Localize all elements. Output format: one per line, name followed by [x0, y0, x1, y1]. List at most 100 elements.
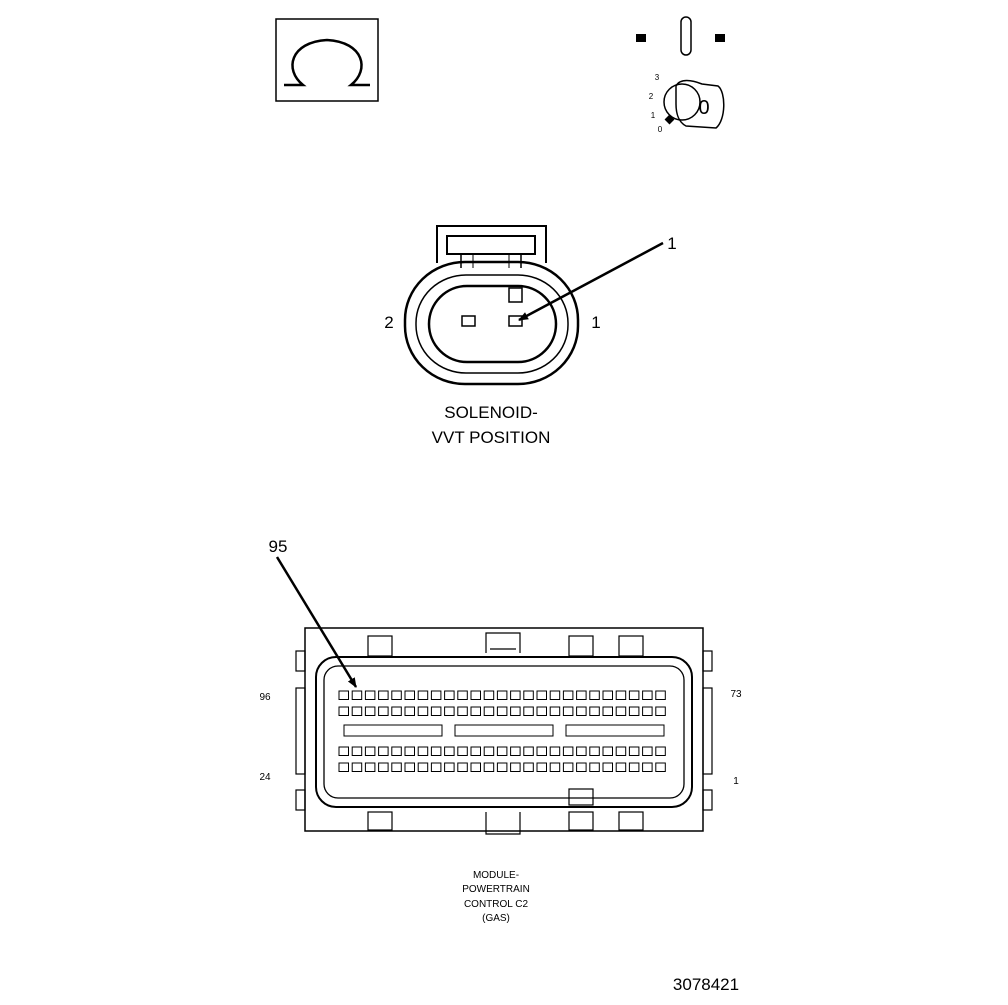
pin-cavity	[378, 762, 389, 772]
pin-slot	[454, 724, 554, 737]
pin-cavity	[496, 746, 508, 756]
latch-housing	[436, 225, 547, 263]
pin-cavity	[589, 762, 600, 772]
pin-cavity	[510, 746, 521, 756]
pin-cavity	[549, 746, 561, 756]
pin-label-24: 24	[259, 772, 271, 783]
pin-cavity	[430, 690, 442, 700]
pin-cavity	[351, 690, 363, 700]
pcm-connector: 95 96 24 73 1 MODULE- POWERTRAIN CONTROL…	[259, 537, 742, 924]
pin-cavity	[549, 762, 561, 772]
pin-cavity	[602, 746, 613, 756]
callout-arrow-95	[275, 556, 358, 688]
pin-cavity	[444, 746, 455, 756]
pin-label-96: 96	[259, 692, 271, 703]
pin-cavity	[364, 762, 376, 772]
omega-box	[275, 18, 379, 102]
pin-cavity	[655, 690, 666, 700]
pin-cavity	[338, 690, 349, 700]
key-cylinder	[663, 83, 701, 121]
pin-cavity	[417, 706, 429, 716]
pcm-title-line3: CONTROL C2	[464, 899, 529, 910]
pin-cavity	[457, 762, 468, 772]
pin-cavity	[483, 706, 495, 716]
switch-dot-right	[715, 34, 725, 42]
polarity-key	[508, 287, 523, 303]
latch-tab	[446, 235, 536, 255]
pin-cavity	[364, 746, 376, 756]
pin-cavity	[562, 706, 574, 716]
pin-cavity	[364, 690, 376, 700]
pcm-title-line1: MODULE-	[473, 870, 519, 881]
pin-cavity	[562, 746, 574, 756]
pin-cavity	[444, 762, 455, 772]
pin-cavity	[470, 706, 481, 716]
pin-cavity	[404, 706, 415, 716]
pin-cavity	[615, 762, 627, 772]
pin-cavity	[562, 690, 574, 700]
pin-cavity	[589, 706, 600, 716]
pin-cavity	[655, 762, 666, 772]
pin-cavity	[523, 690, 534, 700]
pin-cavity	[589, 746, 600, 756]
pin-cavity	[642, 690, 653, 700]
pin-cavity	[655, 746, 666, 756]
pin-cavity	[457, 706, 468, 716]
pin-cavity	[351, 762, 363, 772]
pin-cavity	[536, 706, 547, 716]
pin-cavity	[615, 690, 627, 700]
pin-cavity	[378, 690, 389, 700]
pcm-outer-shell	[304, 627, 704, 832]
pcm-seal-outer	[315, 656, 693, 808]
pin-cavity	[338, 746, 349, 756]
pin-cavity	[391, 690, 402, 700]
pin-cavity	[576, 746, 587, 756]
pcm-title-line2: POWERTRAIN	[462, 884, 530, 895]
pin-label-1: 1	[591, 313, 600, 332]
pin-cavity	[496, 706, 508, 716]
figure-id: 3078421	[673, 975, 739, 994]
pin-cavity	[430, 706, 442, 716]
pin-cavity	[562, 762, 574, 772]
pin-cavity	[417, 690, 429, 700]
pin-cavity	[576, 706, 587, 716]
pin-cavity	[642, 746, 653, 756]
ignition-position-3: 3	[655, 73, 660, 82]
pin-label-73: 73	[730, 689, 742, 700]
pin-cavity	[523, 706, 534, 716]
omega-icon	[284, 38, 370, 87]
pin-cavity	[404, 746, 415, 756]
pin-cavity	[351, 746, 363, 756]
pin-cavity	[510, 762, 521, 772]
pin-cavity	[549, 690, 561, 700]
pin-cavity	[576, 690, 587, 700]
pin-cavity	[417, 762, 429, 772]
ignition-pointer	[664, 114, 675, 125]
solenoid-connector: 1 2 1 SOLENOID- VVT POSITION	[384, 225, 677, 447]
pin-2-cavity	[461, 315, 476, 327]
switch-dot-left	[636, 34, 646, 42]
pin-cavity	[655, 706, 666, 716]
pin-cavity	[589, 690, 600, 700]
callout-pin-95: 95	[269, 537, 288, 556]
pin-cavity	[523, 746, 534, 756]
pin-cavity	[628, 762, 640, 772]
ignition-position-2: 2	[649, 92, 654, 101]
pin-cavity	[404, 762, 415, 772]
pcm-pin-field	[338, 690, 666, 772]
pcm-title-line4: (GAS)	[482, 913, 510, 924]
pin-slot	[565, 724, 665, 737]
connector-shell	[403, 260, 580, 386]
connector-face	[427, 284, 558, 364]
pin-cavity	[628, 690, 640, 700]
pin-cavity	[642, 706, 653, 716]
pin-cavity	[536, 762, 547, 772]
pin-cavity	[470, 762, 481, 772]
pin-cavity	[338, 762, 349, 772]
key-label: 0	[698, 97, 709, 119]
solenoid-title-line2: VVT POSITION	[432, 428, 551, 447]
pin-cavity	[615, 746, 627, 756]
pin-cavity	[510, 690, 521, 700]
pin-slot	[343, 724, 443, 737]
